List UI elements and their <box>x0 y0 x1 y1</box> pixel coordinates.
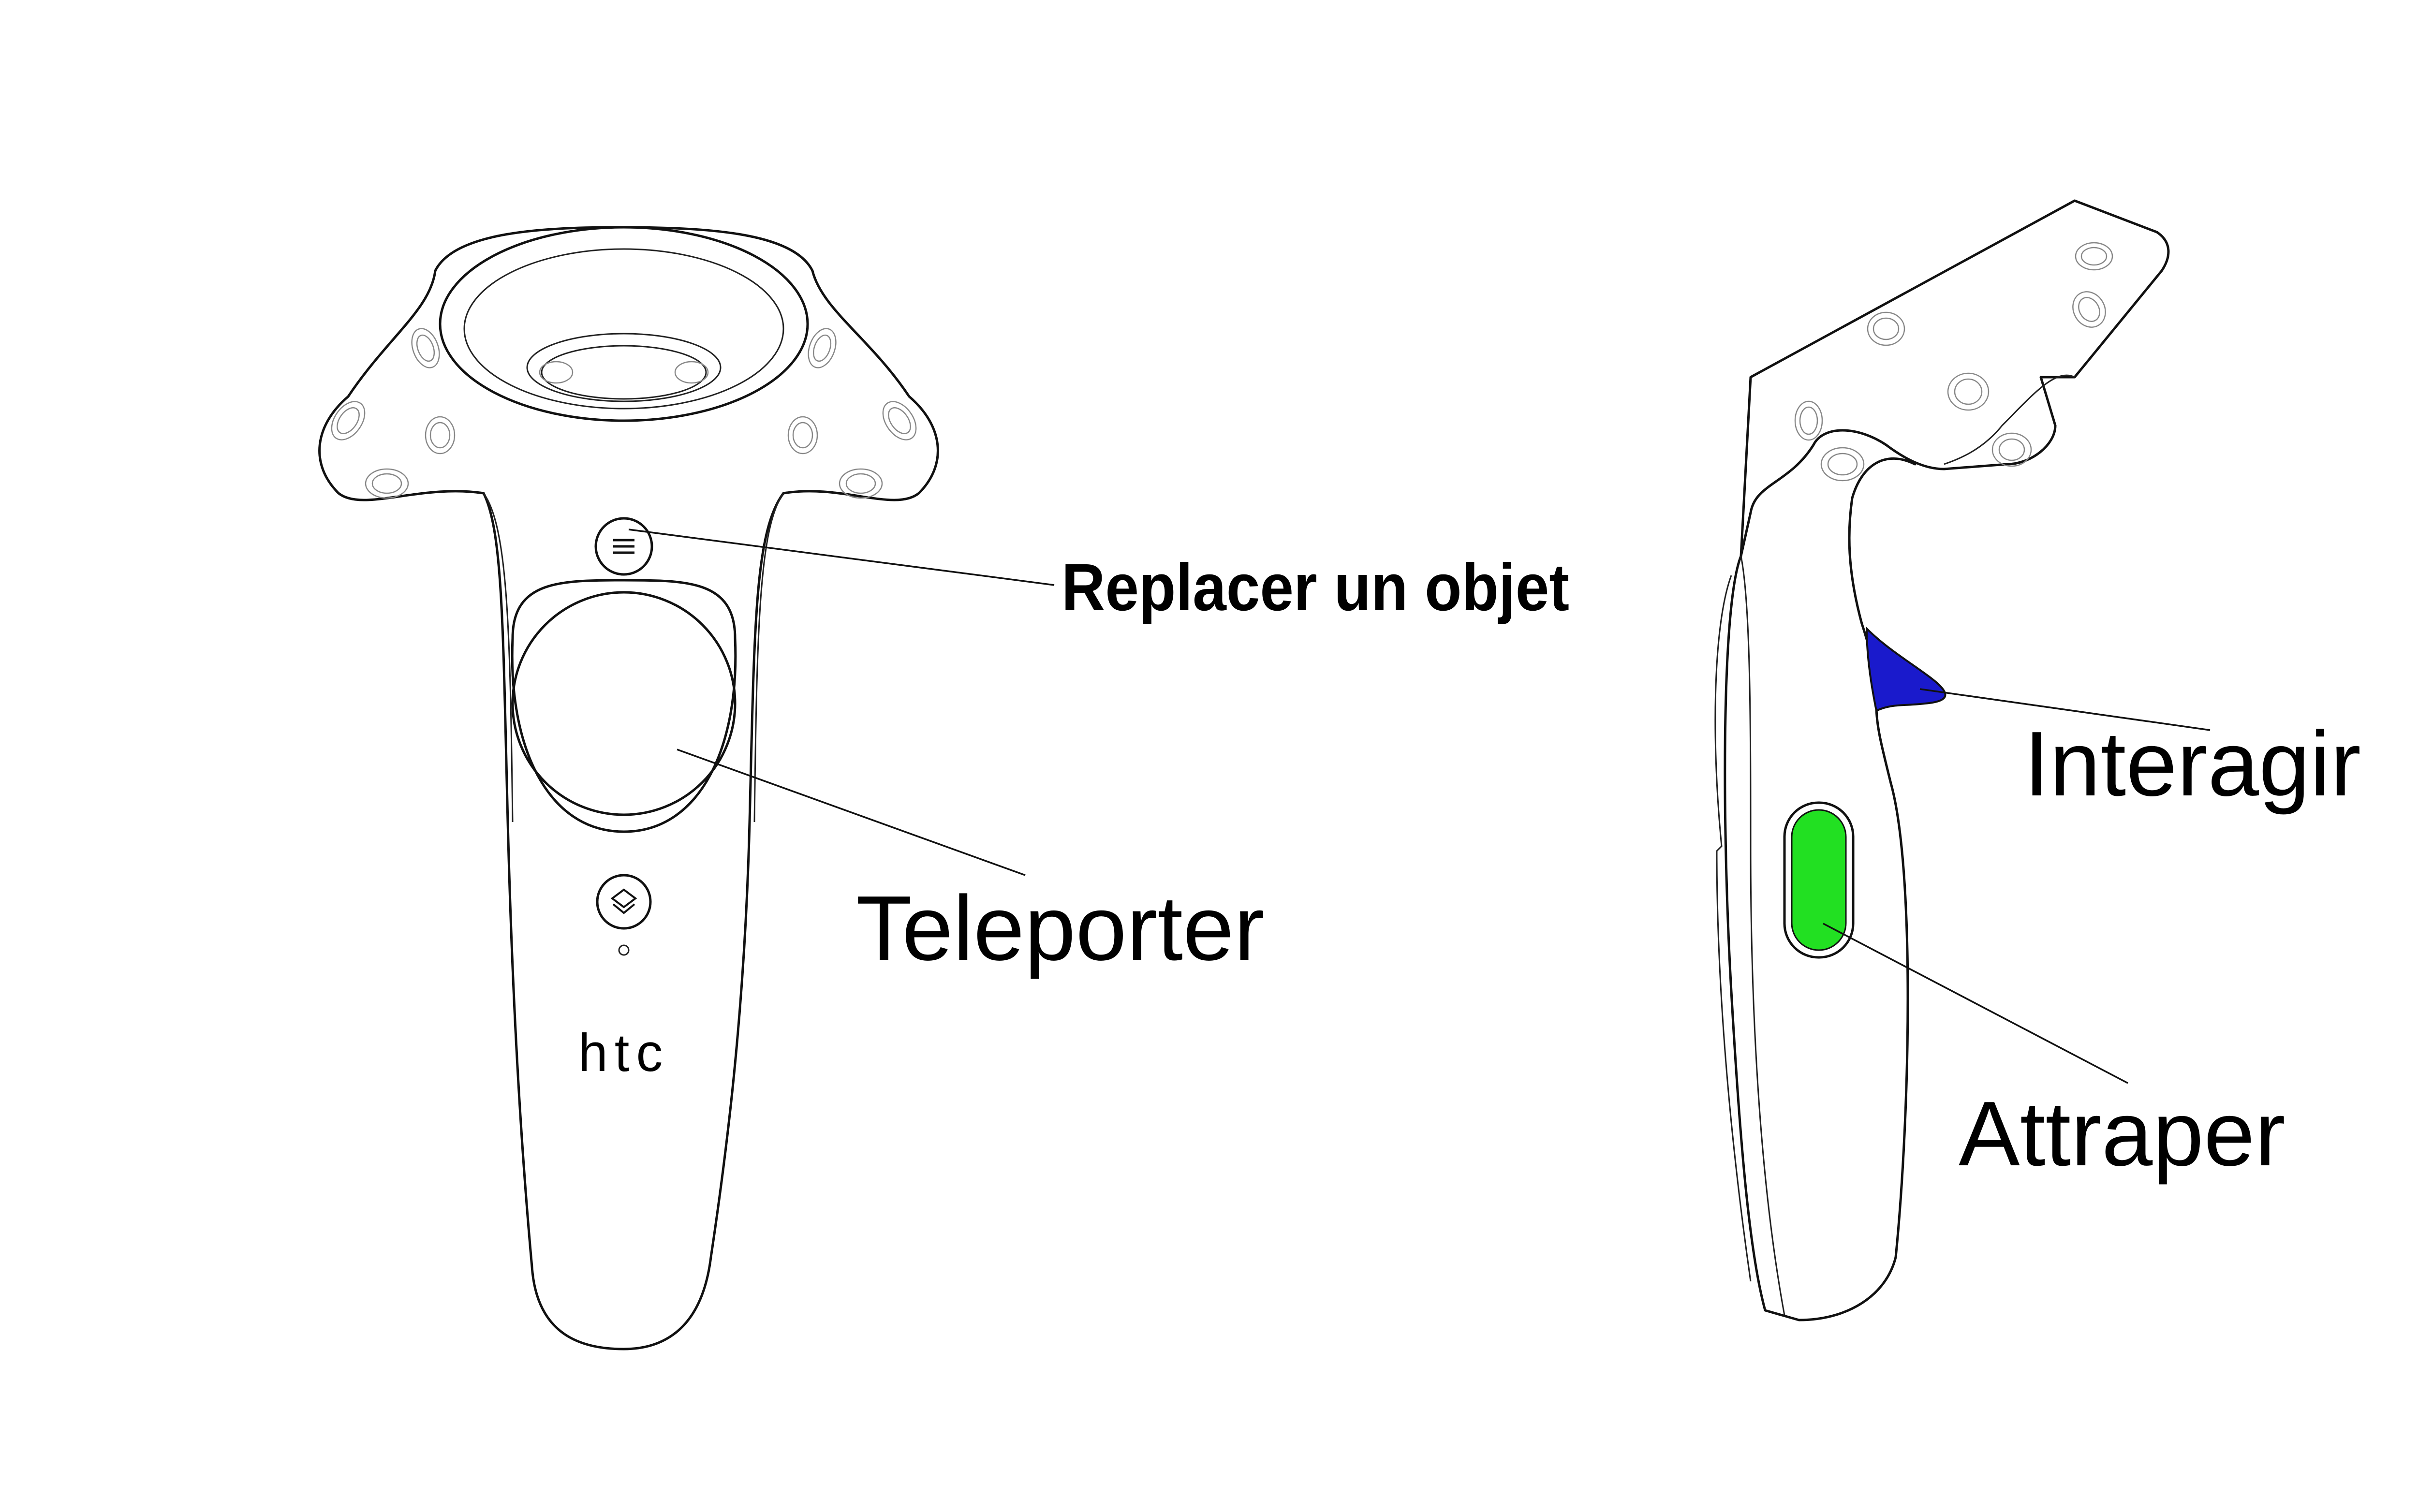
ring-bottom-opening <box>526 333 722 402</box>
trackpad-housing <box>511 579 737 833</box>
side-controller-head <box>1740 199 2170 558</box>
ring-inner-rim <box>463 248 784 410</box>
label-replace: Replacer un objet <box>1062 550 1569 625</box>
leader-teleport <box>677 749 1026 876</box>
leader-interact <box>1919 688 2211 731</box>
steam-system-icon <box>610 888 637 914</box>
leader-replace <box>628 528 1055 586</box>
label-teleport: Teleporter <box>856 877 1265 980</box>
trackpad-surface[interactable] <box>511 591 737 816</box>
grip-button-fill <box>1791 809 1847 951</box>
trackpad[interactable] <box>511 579 737 833</box>
htc-logo: htc <box>578 1023 670 1083</box>
system-button[interactable] <box>596 874 652 930</box>
side-handle-front-edge <box>1740 556 1785 1316</box>
label-interact: Interagir <box>2024 713 2361 815</box>
side-head-inner-edge <box>1944 374 2075 465</box>
label-grab: Attraper <box>1959 1083 2285 1185</box>
side-sensor-dimples <box>1794 242 2113 482</box>
front-controller: htc <box>318 226 939 1351</box>
menu-button[interactable] <box>594 517 653 576</box>
side-handle-back-edge <box>1714 575 1752 1282</box>
ring-bottom-opening-inner <box>541 345 707 400</box>
side-controller-handle <box>1724 457 1917 1321</box>
front-handle-inner-line <box>483 493 514 822</box>
grip-button[interactable] <box>1783 801 1855 959</box>
front-handle-inner-line-right <box>753 493 784 822</box>
side-controller <box>1714 199 2170 1321</box>
ring-outer-rim <box>439 226 809 422</box>
front-controller-body <box>318 226 939 1351</box>
front-sensor-dimples <box>331 328 917 499</box>
leader-grab <box>1823 923 2128 1084</box>
status-led <box>618 944 630 956</box>
menu-lines-icon <box>613 539 634 554</box>
trigger-button[interactable] <box>1865 626 1946 712</box>
